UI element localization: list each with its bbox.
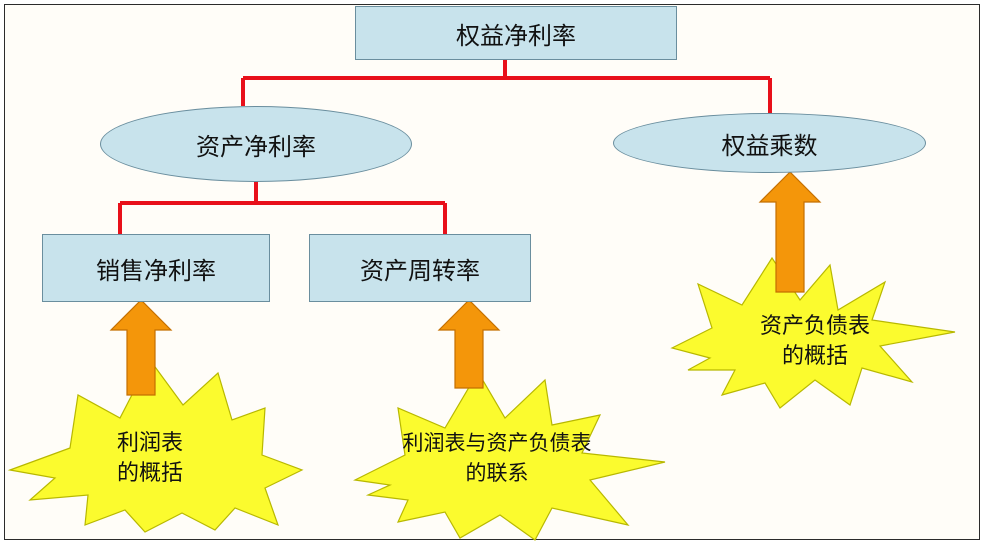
node-sales-net-margin: 销售净利率	[42, 234, 270, 302]
arrow-to-asset-turn	[437, 299, 501, 389]
arrows	[109, 171, 822, 396]
burst-left-line-2: 的概括	[116, 461, 183, 486]
burst-left-line-1: 利润表	[116, 431, 183, 456]
node-asset-turnover-label: 资产周转率	[360, 256, 480, 285]
arrow-to-equity-mult	[758, 171, 822, 293]
burst-right-line-1: 资产负债表	[759, 314, 870, 339]
node-root: 权益净利率	[355, 6, 677, 60]
node-asset-net-margin: 资产净利率	[100, 106, 412, 182]
burst-middle-line-1: 利润表与资产负债表	[402, 431, 592, 455]
burst-middle-label: 利润表与资产负债表 的联系	[372, 428, 622, 488]
node-asset-turnover: 资产周转率	[309, 234, 531, 302]
node-root-label: 权益净利率	[456, 21, 576, 50]
connectors	[118, 60, 772, 234]
node-equity-multiplier: 权益乘数	[613, 113, 926, 173]
arrow-to-sales-net	[109, 299, 173, 396]
burst-middle-shape	[353, 370, 666, 541]
burst-right-label: 资产负债表 的概括	[740, 312, 890, 372]
burst-right-shape	[670, 256, 956, 409]
burst-right-line-2: 的概括	[781, 344, 848, 369]
burst-left-label: 利润表 的概括	[85, 429, 215, 489]
node-asset-net-margin-label: 资产净利率	[196, 132, 316, 161]
node-equity-multiplier-label: 权益乘数	[721, 131, 818, 160]
burst-middle-line-2: 的联系	[465, 461, 529, 485]
node-sales-net-margin-label: 销售净利率	[96, 256, 216, 285]
